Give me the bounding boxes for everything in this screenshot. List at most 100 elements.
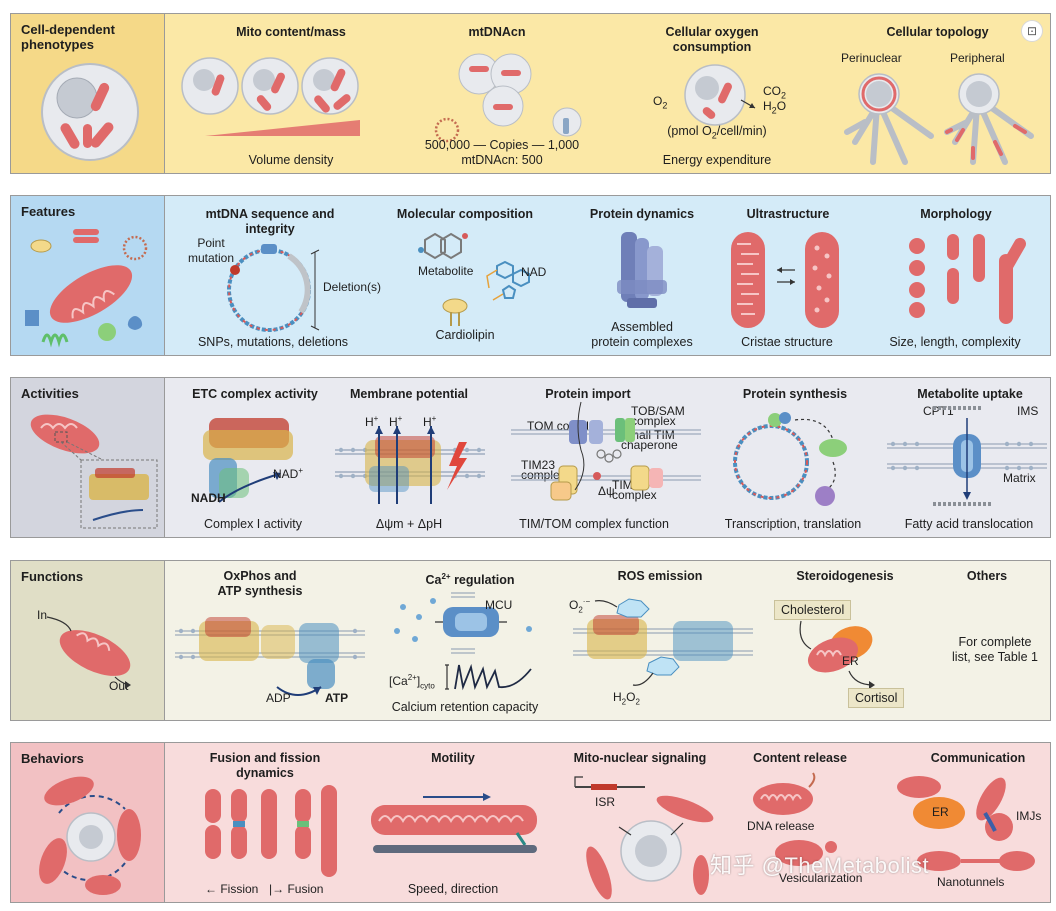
calcium-trace-art <box>445 663 532 691</box>
dpsi-label: Δψ <box>598 484 615 498</box>
complex1-caption: Complex I activity <box>204 517 302 531</box>
tim23-label: TIM23 complex <box>521 458 566 482</box>
ultrastructure-art <box>731 232 839 328</box>
peripheral-label: Peripheral <box>950 51 1005 65</box>
functions-body: OxPhos and ATP synthesis ADP ATP Ca2+ re… <box>165 561 1050 720</box>
copies-caption: 500,000 — Copies — 1,000 <box>424 138 580 152</box>
signaling-title: Mito-nuclear signaling <box>573 751 707 765</box>
calcium-caption: Calcium retention capacity <box>391 700 539 714</box>
mcu-art <box>394 592 532 654</box>
atp-label: ATP <box>325 691 349 705</box>
features-band: Features mtDNA sequence and integrity Po… <box>10 195 1051 356</box>
morphology-title: Morphology <box>920 207 992 221</box>
mcu-label: MCU <box>485 598 513 612</box>
mtdnacn-caption: mtDNAcn: 500 <box>461 153 543 167</box>
activities-zoom-art <box>30 414 158 529</box>
mtdnacn-art <box>434 53 582 143</box>
functions-band: Functions In Out OxPhos and ATP synthesi… <box>10 560 1051 721</box>
mtdnacn-title: mtDNAcn <box>468 25 526 39</box>
protein-complex-art <box>617 232 667 308</box>
uptake-title: Metabolite uptake <box>917 387 1023 401</box>
etc-complex-art <box>203 418 293 503</box>
timtom-caption: TIM/TOM complex function <box>519 517 669 531</box>
phenotypes-header: Cell-dependent phenotypes <box>11 14 165 173</box>
phenotypes-band: Cell-dependent phenotypes Mito content/m… <box>10 13 1051 174</box>
fission-label: ← Fission <box>205 882 259 896</box>
activities-header: Activities <box>11 378 165 537</box>
snps-caption: SNPs, mutations, deletions <box>197 335 349 349</box>
oxphos-art <box>175 617 365 696</box>
activities-title: Activities <box>21 386 79 401</box>
activities-band: Activities ETC complex activity NAD+ NAD… <box>10 377 1051 538</box>
oxygen-title: Cellular oxygen consumption <box>665 25 759 54</box>
steroid-art <box>799 620 875 689</box>
o2-radical-label: O2·− <box>569 597 591 615</box>
functions-title: Functions <box>21 569 84 584</box>
behaviors-title: Behaviors <box>21 751 84 766</box>
cardiolipin-caption: Cardiolipin <box>435 328 495 342</box>
features-mito-art <box>25 229 148 348</box>
communication-art <box>897 776 1035 871</box>
behaviors-band: Behaviors Fusion and fission dynamics <box>10 742 1051 903</box>
motility-art <box>371 793 537 853</box>
signaling-art <box>574 776 714 900</box>
others-title: Others <box>966 569 1008 583</box>
communication-title: Communication <box>930 751 1026 765</box>
nad-plus-label: NAD+ <box>273 466 304 481</box>
dna-release-label: DNA release <box>747 819 815 833</box>
tob-label: TOB/SAM complex <box>631 404 685 428</box>
nad-label: NAD <box>521 265 547 279</box>
functions-mito-art <box>46 616 131 689</box>
point-mutation-label: Point mutation <box>187 236 235 265</box>
ultrastructure-title: Ultrastructure <box>746 207 830 221</box>
behaviors-header: Behaviors <box>11 743 165 902</box>
assembled-caption: Assembled protein complexes <box>591 320 693 349</box>
oxygen-units: (pmol O2/cell/min) <box>667 124 767 141</box>
vesicularization-label: Vesicularization <box>779 871 863 885</box>
protein-import-art <box>511 401 701 501</box>
protein-import-title: Protein import <box>545 387 631 401</box>
features-title: Features <box>21 204 76 219</box>
o2-label: O2 <box>653 94 668 111</box>
oxphos-title: OxPhos and ATP synthesis <box>217 569 303 598</box>
fusion-label: |→ Fusion <box>269 882 324 896</box>
h-plus-2: H+ <box>389 414 403 429</box>
synthesis-art <box>733 412 847 506</box>
perinuclear-label: Perinuclear <box>841 51 902 65</box>
morphology-caption: Size, length, complexity <box>889 335 1021 349</box>
membrane-art <box>335 426 485 504</box>
er-label: ER <box>842 654 859 668</box>
fusion-fission-art <box>205 785 337 877</box>
ims-label: IMS <box>1017 404 1039 418</box>
mito-content-art <box>181 57 360 136</box>
isr-label: ISR <box>595 795 616 809</box>
topology-title: Cellular topology <box>886 25 989 39</box>
scan-icon[interactable]: ⊡ <box>1021 20 1043 42</box>
cortisol-label: Cortisol <box>848 688 905 708</box>
imjs-label: IMJs <box>1016 809 1042 823</box>
uptake-art <box>887 406 1047 506</box>
behaviors-cell-art <box>39 776 141 895</box>
molecular-title: Molecular composition <box>396 207 534 221</box>
nanotunnels-label: Nanotunnels <box>937 875 1005 889</box>
er-comm-label: ER <box>932 805 949 819</box>
phenotypes-body: Mito content/mass Volume density mtDNAcn <box>165 14 1050 173</box>
mtdna-circle-art <box>227 244 320 332</box>
matrix-label: Matrix <box>1003 471 1036 485</box>
co2-label: CO2 <box>763 84 787 101</box>
in-label: In <box>37 608 48 622</box>
energy-expenditure-caption: Energy expenditure <box>662 153 772 167</box>
fatty-acid-caption: Fatty acid translocation <box>904 517 1034 531</box>
protein-synthesis-title: Protein synthesis <box>742 387 848 401</box>
transcription-caption: Transcription, translation <box>724 517 862 531</box>
release-art <box>753 772 816 815</box>
content-release-title: Content release <box>753 751 847 765</box>
volume-density-caption: Volume density <box>248 153 334 167</box>
features-body: mtDNA sequence and integrity Point mutat… <box>165 196 1050 355</box>
ros-art <box>573 598 753 686</box>
watermark: 知乎 @TheMetabolist <box>710 853 930 878</box>
oxygen-cell-art <box>684 64 756 126</box>
nadh-label: NADH <box>191 491 226 505</box>
h-plus-3: H+ <box>423 414 437 429</box>
functions-header: Functions In Out <box>11 561 165 720</box>
